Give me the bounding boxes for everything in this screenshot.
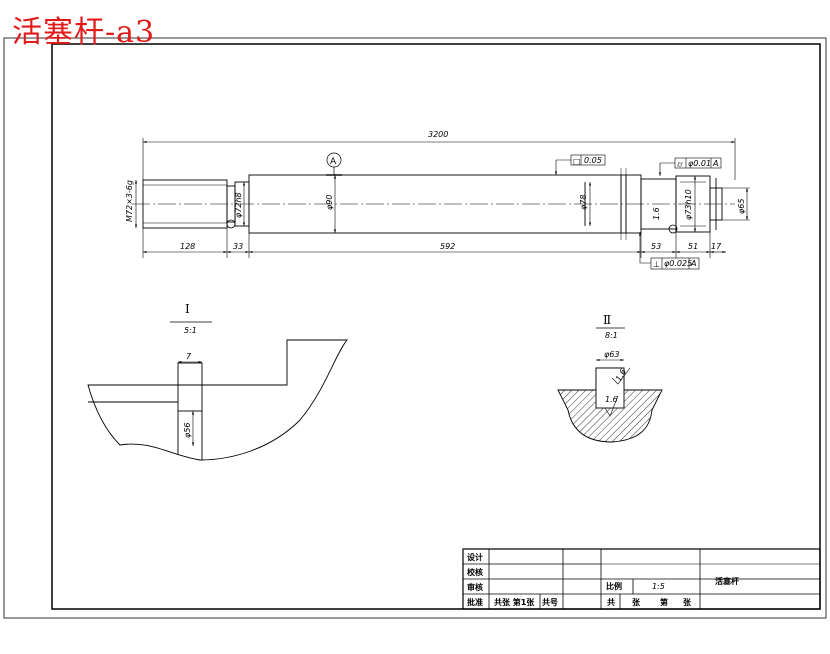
title-block-row-design: 设计 [467,552,483,562]
body-diameter-label: φ90 [325,195,334,210]
neck-diameter-label: φ72h8 [234,192,243,218]
detail-1-diameter-dim: φ56 [183,423,192,438]
segment-dimension-lines [142,228,726,258]
gdt-straightness-value: 0.05 [584,156,602,165]
outer-border [3,37,827,619]
title-block-scale-value: 1:5 [652,582,665,591]
seat-diameter-label: φ73h10 [684,189,693,220]
datum-marker [326,152,342,176]
detail-2-view [557,358,663,443]
title-block-sheet-info: 共张 第1张 [494,597,535,607]
detail-1-view [87,339,348,461]
overall-length-label: 3200 [428,130,448,139]
main-shaft-view [132,168,735,240]
gdt-runout-symbol: ⊥ [653,260,660,269]
gdt-cylindricity-frame [658,157,722,176]
title-block-row-check: 校核 [467,567,483,577]
surface-roughness-label: 1.6 [652,207,661,220]
gdt-runout-datum: A [690,259,696,268]
title-block-scale-label: 比例 [606,581,622,591]
title-block-row-approve: 批准 [467,597,483,607]
groove-diameter-label: φ78 [579,195,588,210]
datum-label: A [330,157,337,167]
detail-2-label: Ⅱ [603,313,611,327]
segment-dim-6: 17 [711,242,722,251]
diameter-dimension-lines [134,175,750,233]
detail-1-scale: 5:1 [184,326,197,335]
title-block-row-review: 审核 [467,582,483,592]
title-block-part-name: 活塞杆 [715,576,739,586]
title-block-tab-label: 共号 [542,597,558,607]
gdt-runout-frame [638,232,700,270]
detail-2-groove-dim: φ63 [604,350,619,359]
detail-2-scale: 8:1 [605,331,618,340]
segment-dim-5: 51 [688,242,698,251]
title-block [462,548,821,610]
inner-frame [51,43,821,610]
segment-dim-4: 53 [651,242,661,251]
detail-1-label: I [185,302,190,316]
segment-dim-2: 33 [233,242,243,251]
end-diameter-label: φ65 [737,199,746,214]
gdt-cylindricity-value: φ0.01 [688,159,711,168]
detail-2-roughness-a: 1.6 [605,395,618,404]
thread-diameter-label: M72×3-6g [125,180,134,222]
gdt-cylindricity-symbol: ⌭ [677,160,683,169]
gdt-runout-value: φ0.025 [664,259,692,268]
detail-1-width-dim: 7 [186,352,192,361]
segment-dim-1: 128 [180,242,195,251]
title-block-footer-2: 张 [632,598,641,607]
page-title: 活塞杆-a3 [12,15,156,50]
overall-dimension [142,138,736,180]
title-block-footer-3: 第 [660,597,668,607]
title-block-footer-4: 张 [683,598,692,607]
gdt-straightness-frame [554,154,606,175]
title-block-footer-1: 共 [607,597,615,607]
gdt-cylindricity-datum: A [712,159,718,168]
segment-dim-3: 592 [440,242,455,251]
gdt-straightness-symbol: □ [573,157,581,166]
